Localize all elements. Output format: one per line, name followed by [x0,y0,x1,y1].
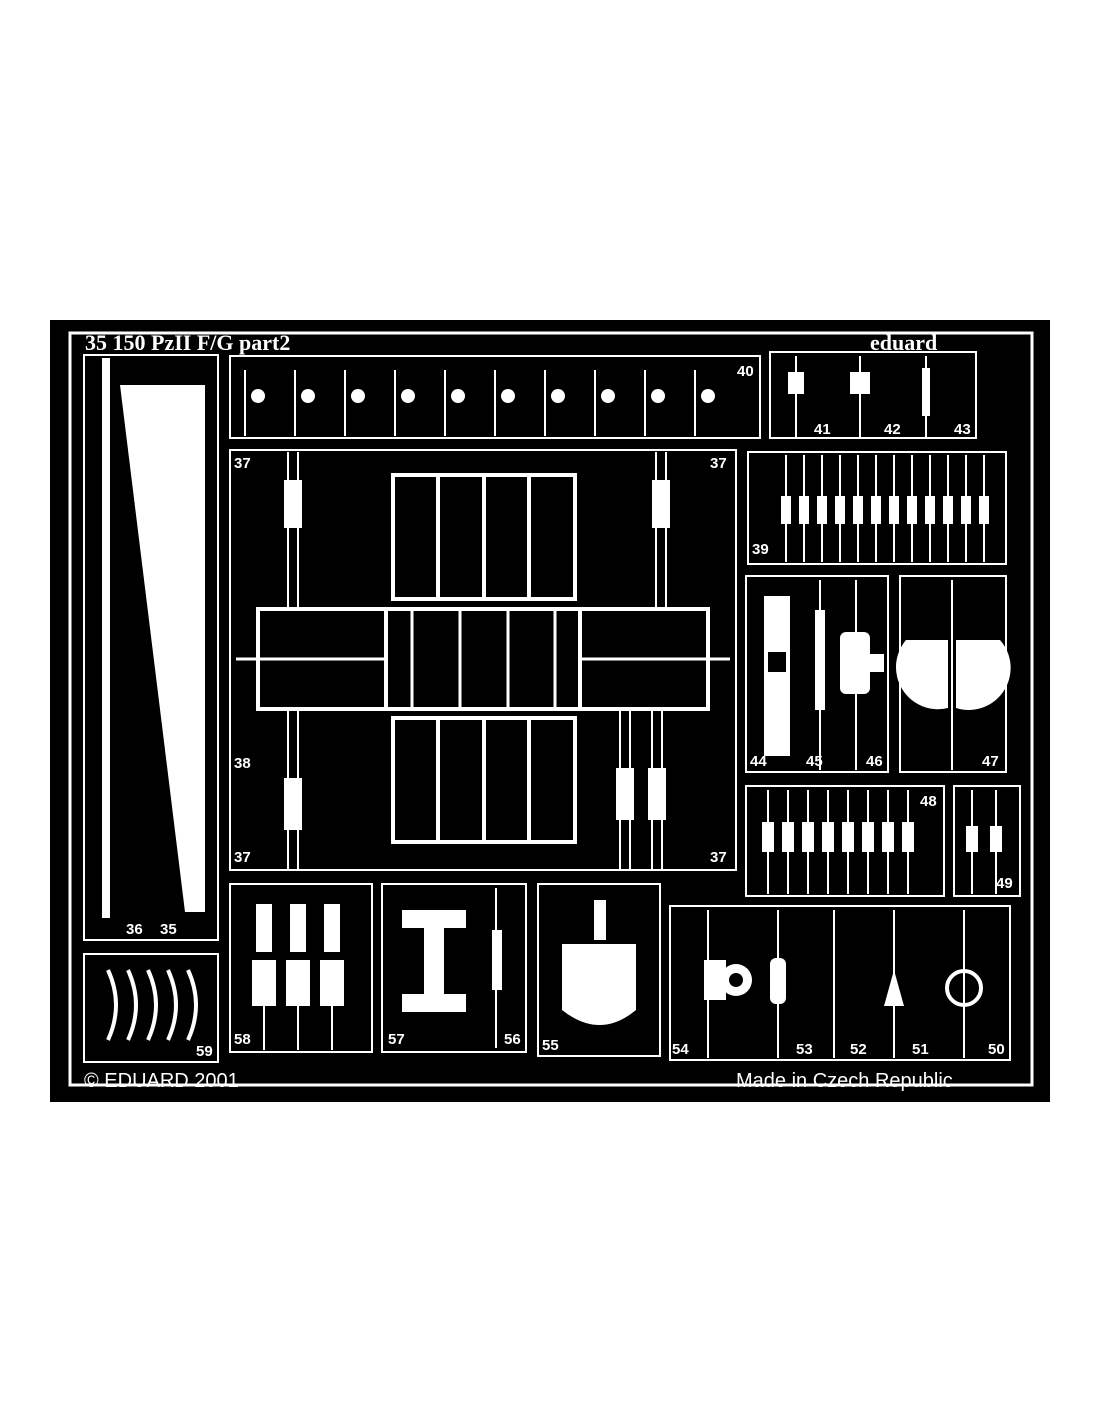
part-number-37-tr: 37 [710,455,727,472]
part-50-54-tree [669,905,1011,1061]
part-49-tree [953,785,1021,897]
part-number-47: 47 [982,753,999,770]
part-number-40: 40 [737,363,754,380]
part-number-49: 49 [996,875,1013,892]
copyright-label: © EDUARD 2001 [84,1070,239,1092]
part-40-tree [229,355,761,439]
part-44-46-tree [745,575,889,773]
fret-title: 35 150 PzII F/G part2 [85,330,290,355]
part-number-56: 56 [504,1031,521,1048]
part-number-37-br: 37 [710,849,727,866]
part-number-59: 59 [196,1043,213,1060]
brand-logo: eduard [870,330,937,355]
part-number-44: 44 [750,753,767,770]
part-number-57: 57 [388,1031,405,1048]
part-58-tree [229,883,373,1053]
part-48-tree [745,785,945,897]
part-number-53: 53 [796,1041,813,1058]
part-number-51: 51 [912,1041,929,1058]
fret-frame [68,331,1034,1087]
part-39-tree [747,451,1007,565]
part-41-43-tree [769,351,977,439]
part-47-tree [895,575,1011,773]
part-number-48: 48 [920,793,937,810]
part-number-37-bl: 37 [234,849,251,866]
part-37-38-panel [229,449,737,871]
part-number-42: 42 [884,421,901,438]
part-number-35: 35 [160,921,177,938]
part-number-43: 43 [954,421,971,438]
part-number-50: 50 [988,1041,1005,1058]
part-56-57-tree [381,883,527,1053]
part-number-46: 46 [866,753,883,770]
part-number-37-tl: 37 [234,455,251,472]
part-number-45: 45 [806,753,823,770]
part-number-41: 41 [814,421,831,438]
part-55-shovel [537,883,661,1057]
part-59-tree [83,953,219,1063]
part-number-58: 58 [234,1031,251,1048]
part-number-52: 52 [850,1041,867,1058]
part-number-39: 39 [752,541,769,558]
part-number-55: 55 [542,1037,559,1054]
part-number-36: 36 [126,921,143,938]
origin-label: Made in Czech Republic [736,1070,953,1092]
part-number-38: 38 [234,755,251,772]
part-number-54: 54 [672,1041,689,1058]
part-35-36-strip [83,354,219,941]
